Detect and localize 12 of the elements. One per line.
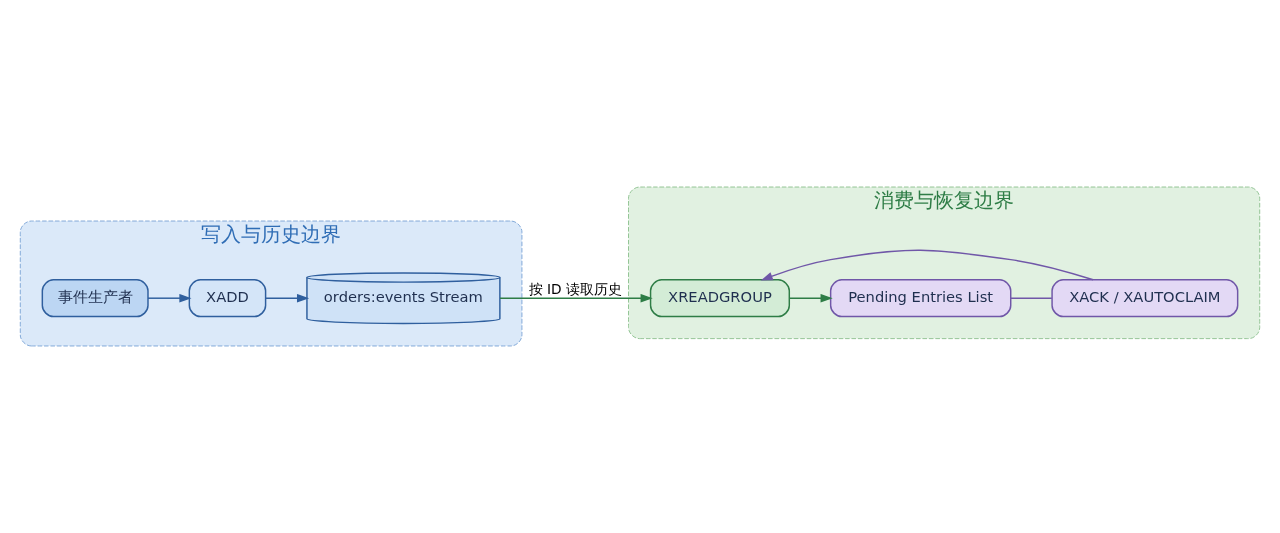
edge-label: 按 ID 读取历史 [528, 280, 622, 297]
node-box: XREADGROUP [649, 279, 791, 318]
arrow [147, 293, 192, 303]
node-box: XACK / XAUTOCLAIM [1051, 279, 1239, 318]
node-box: 事件生产者 [41, 279, 149, 318]
arrow [499, 293, 653, 303]
arrow [788, 293, 833, 303]
node-box: Pending Entries List [829, 279, 1012, 318]
node-box: XADD [188, 279, 267, 318]
arrow [760, 249, 1094, 281]
connector [1010, 297, 1053, 299]
arrow [265, 293, 310, 303]
